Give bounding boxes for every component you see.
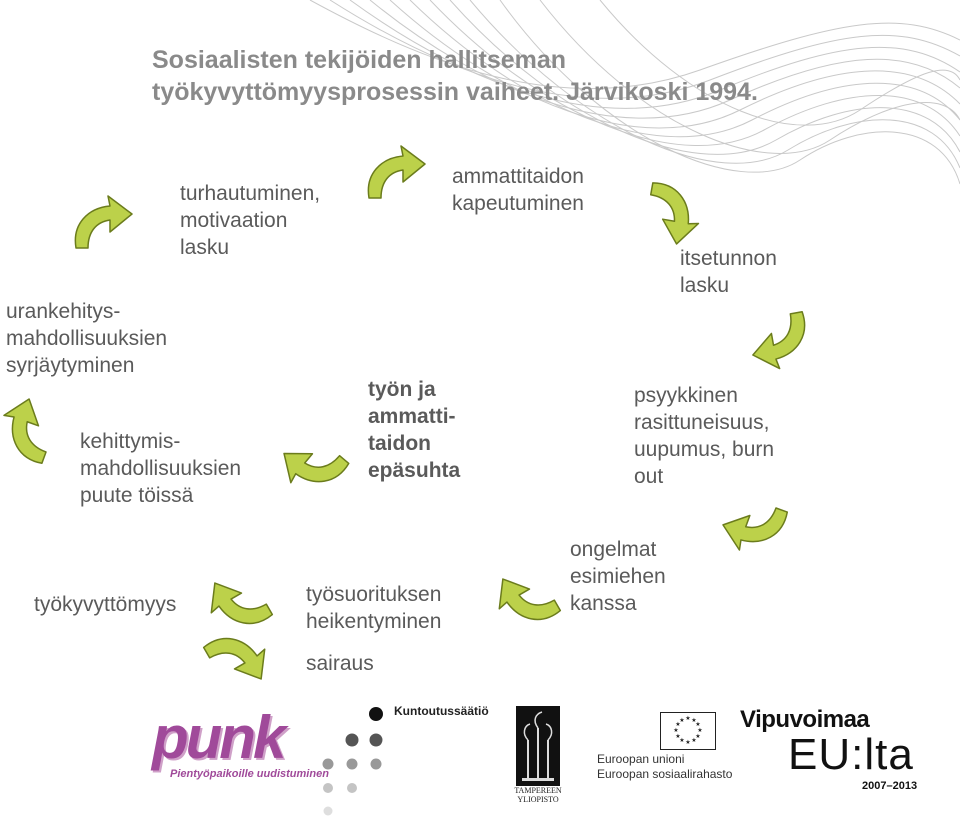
vipuvoimaa-years: 2007–2013 bbox=[862, 780, 918, 792]
tampere-label-line: YLIOPISTO bbox=[517, 795, 559, 804]
svg-text:★: ★ bbox=[685, 739, 690, 746]
node-kapeutuminen-line: kapeutuminen bbox=[452, 192, 584, 215]
node-itsetunto: itsetunnon lasku bbox=[680, 245, 777, 299]
node-turhautuminen: turhautuminen, motivaation lasku bbox=[180, 180, 320, 261]
eu-flag-icon: ★★★ ★★★ ★★★ ★★★ bbox=[660, 712, 716, 750]
kuntoutussaatio-label: Kuntoutussäätiö bbox=[394, 704, 489, 718]
diagram-title: Sosiaalisten tekijöiden hallitseman työk… bbox=[152, 44, 758, 108]
node-epasuhta: työn ja ammatti- taidon epäsuhta bbox=[368, 376, 460, 484]
node-psyykkinen-line: out bbox=[634, 465, 664, 488]
title-line-1: Sosiaalisten tekijöiden hallitseman bbox=[152, 46, 567, 74]
node-kapeutuminen-line: ammattitaidon bbox=[452, 165, 584, 188]
node-ongelmat: ongelmat esimiehen kanssa bbox=[570, 536, 666, 617]
node-psyykkinen: psyykkinen rasittuneisuus, uupumus, burn… bbox=[634, 382, 774, 490]
node-kapeutuminen: ammattitaidon kapeutuminen bbox=[452, 163, 584, 217]
node-tyosuoritus: työsuorituksen heikentyminen bbox=[306, 581, 441, 635]
svg-text:★: ★ bbox=[675, 733, 680, 740]
node-sairaus-line: sairaus bbox=[306, 652, 374, 675]
node-ongelmat-line: ongelmat bbox=[570, 538, 657, 561]
node-kehittymis-line: mahdollisuuksien bbox=[80, 457, 242, 480]
node-epasuhta-line: epäsuhta bbox=[368, 459, 461, 482]
svg-text:★: ★ bbox=[695, 721, 700, 728]
svg-text:★: ★ bbox=[685, 715, 690, 722]
node-urankehitys-line: syrjäytyminen bbox=[6, 354, 135, 377]
arrow-to-kapeutuminen bbox=[367, 145, 426, 199]
vipuvoimaa-eu: EU:lta bbox=[788, 730, 914, 779]
curved-arrows bbox=[3, 145, 806, 680]
node-psyykkinen-line: psyykkinen bbox=[634, 384, 738, 407]
svg-text:★: ★ bbox=[695, 733, 700, 740]
eu-label-line: Euroopan unioni bbox=[597, 752, 685, 766]
svg-text:★: ★ bbox=[691, 717, 696, 724]
arrow-to-kehittymis bbox=[283, 452, 350, 484]
arrow-to-sairaus bbox=[202, 637, 266, 680]
arrow-to-tyokyvyttomyys bbox=[210, 582, 274, 625]
node-urankehitys: urankehitys- mahdollisuuksien syrjäytymi… bbox=[6, 298, 167, 379]
node-kehittymis-line: puute töissä bbox=[80, 484, 194, 507]
svg-text:★: ★ bbox=[673, 727, 678, 734]
node-turhautuminen-line: lasku bbox=[180, 236, 230, 259]
svg-text:★: ★ bbox=[679, 717, 684, 724]
node-tyokyvyttomyys-line: työkyvyttömyys bbox=[34, 593, 177, 616]
punk-logo-tagline: Pientyöpaikoille uudistuminen bbox=[170, 768, 329, 780]
tampere-label-line: TAMPEREEN bbox=[514, 786, 562, 795]
arrow-up-to-urankehitys bbox=[3, 398, 47, 465]
kuntoutussaatio-dots-logo bbox=[322, 707, 383, 816]
tampere-university-logo bbox=[516, 706, 560, 786]
tampere-university-label: TAMPEREEN YLIOPISTO bbox=[514, 786, 562, 804]
arrow-to-ongelmat bbox=[722, 507, 789, 551]
node-turhautuminen-line: turhautuminen, bbox=[180, 182, 321, 205]
punk-logo: punk bbox=[152, 704, 286, 771]
node-epasuhta-line: ammatti- bbox=[368, 405, 456, 428]
node-kehittymis: kehittymis- mahdollisuuksien puute töiss… bbox=[80, 428, 241, 509]
node-itsetunto-line: lasku bbox=[680, 274, 730, 297]
node-urankehitys-line: urankehitys- bbox=[6, 300, 121, 323]
node-ongelmat-line: esimiehen bbox=[570, 565, 666, 588]
node-psyykkinen-line: uupumus, burn bbox=[634, 438, 775, 461]
vipuvoimaa-title: Vipuvoimaa bbox=[740, 706, 870, 733]
svg-text:★: ★ bbox=[679, 737, 684, 744]
node-kehittymis-line: kehittymis- bbox=[80, 430, 181, 453]
node-tyosuoritus-line: heikentyminen bbox=[306, 610, 442, 633]
node-tyosuoritus-line: työsuorituksen bbox=[306, 583, 442, 606]
node-ongelmat-line: kanssa bbox=[570, 592, 637, 615]
node-sairaus: sairaus bbox=[306, 650, 374, 677]
node-turhautuminen-line: motivaation bbox=[180, 209, 288, 232]
node-itsetunto-line: itsetunnon bbox=[680, 247, 777, 270]
svg-text:★: ★ bbox=[675, 721, 680, 728]
arrow-to-itsetunto bbox=[649, 182, 700, 245]
arrow-to-tyosuoritus bbox=[498, 578, 562, 621]
svg-text:★: ★ bbox=[697, 727, 702, 734]
node-epasuhta-line: työn ja bbox=[368, 378, 436, 401]
svg-text:★: ★ bbox=[691, 737, 696, 744]
node-tyokyvyttomyys: työkyvyttömyys bbox=[34, 591, 176, 618]
title-line-2: työkyvyttömyysprosessin vaiheet. Järviko… bbox=[152, 78, 758, 106]
arrow-to-psyykkinen bbox=[752, 311, 806, 370]
node-urankehitys-line: mahdollisuuksien bbox=[6, 327, 168, 350]
eu-label: Euroopan unioni Euroopan sosiaalirahasto bbox=[597, 752, 732, 782]
node-psyykkinen-line: rasittuneisuus, bbox=[634, 411, 770, 434]
node-epasuhta-line: taidon bbox=[368, 432, 431, 455]
decorative-swoosh-lines bbox=[309, 0, 960, 185]
arrow-up-to-turhautuminen bbox=[74, 195, 133, 249]
eu-label-line: Euroopan sosiaalirahasto bbox=[597, 767, 733, 781]
